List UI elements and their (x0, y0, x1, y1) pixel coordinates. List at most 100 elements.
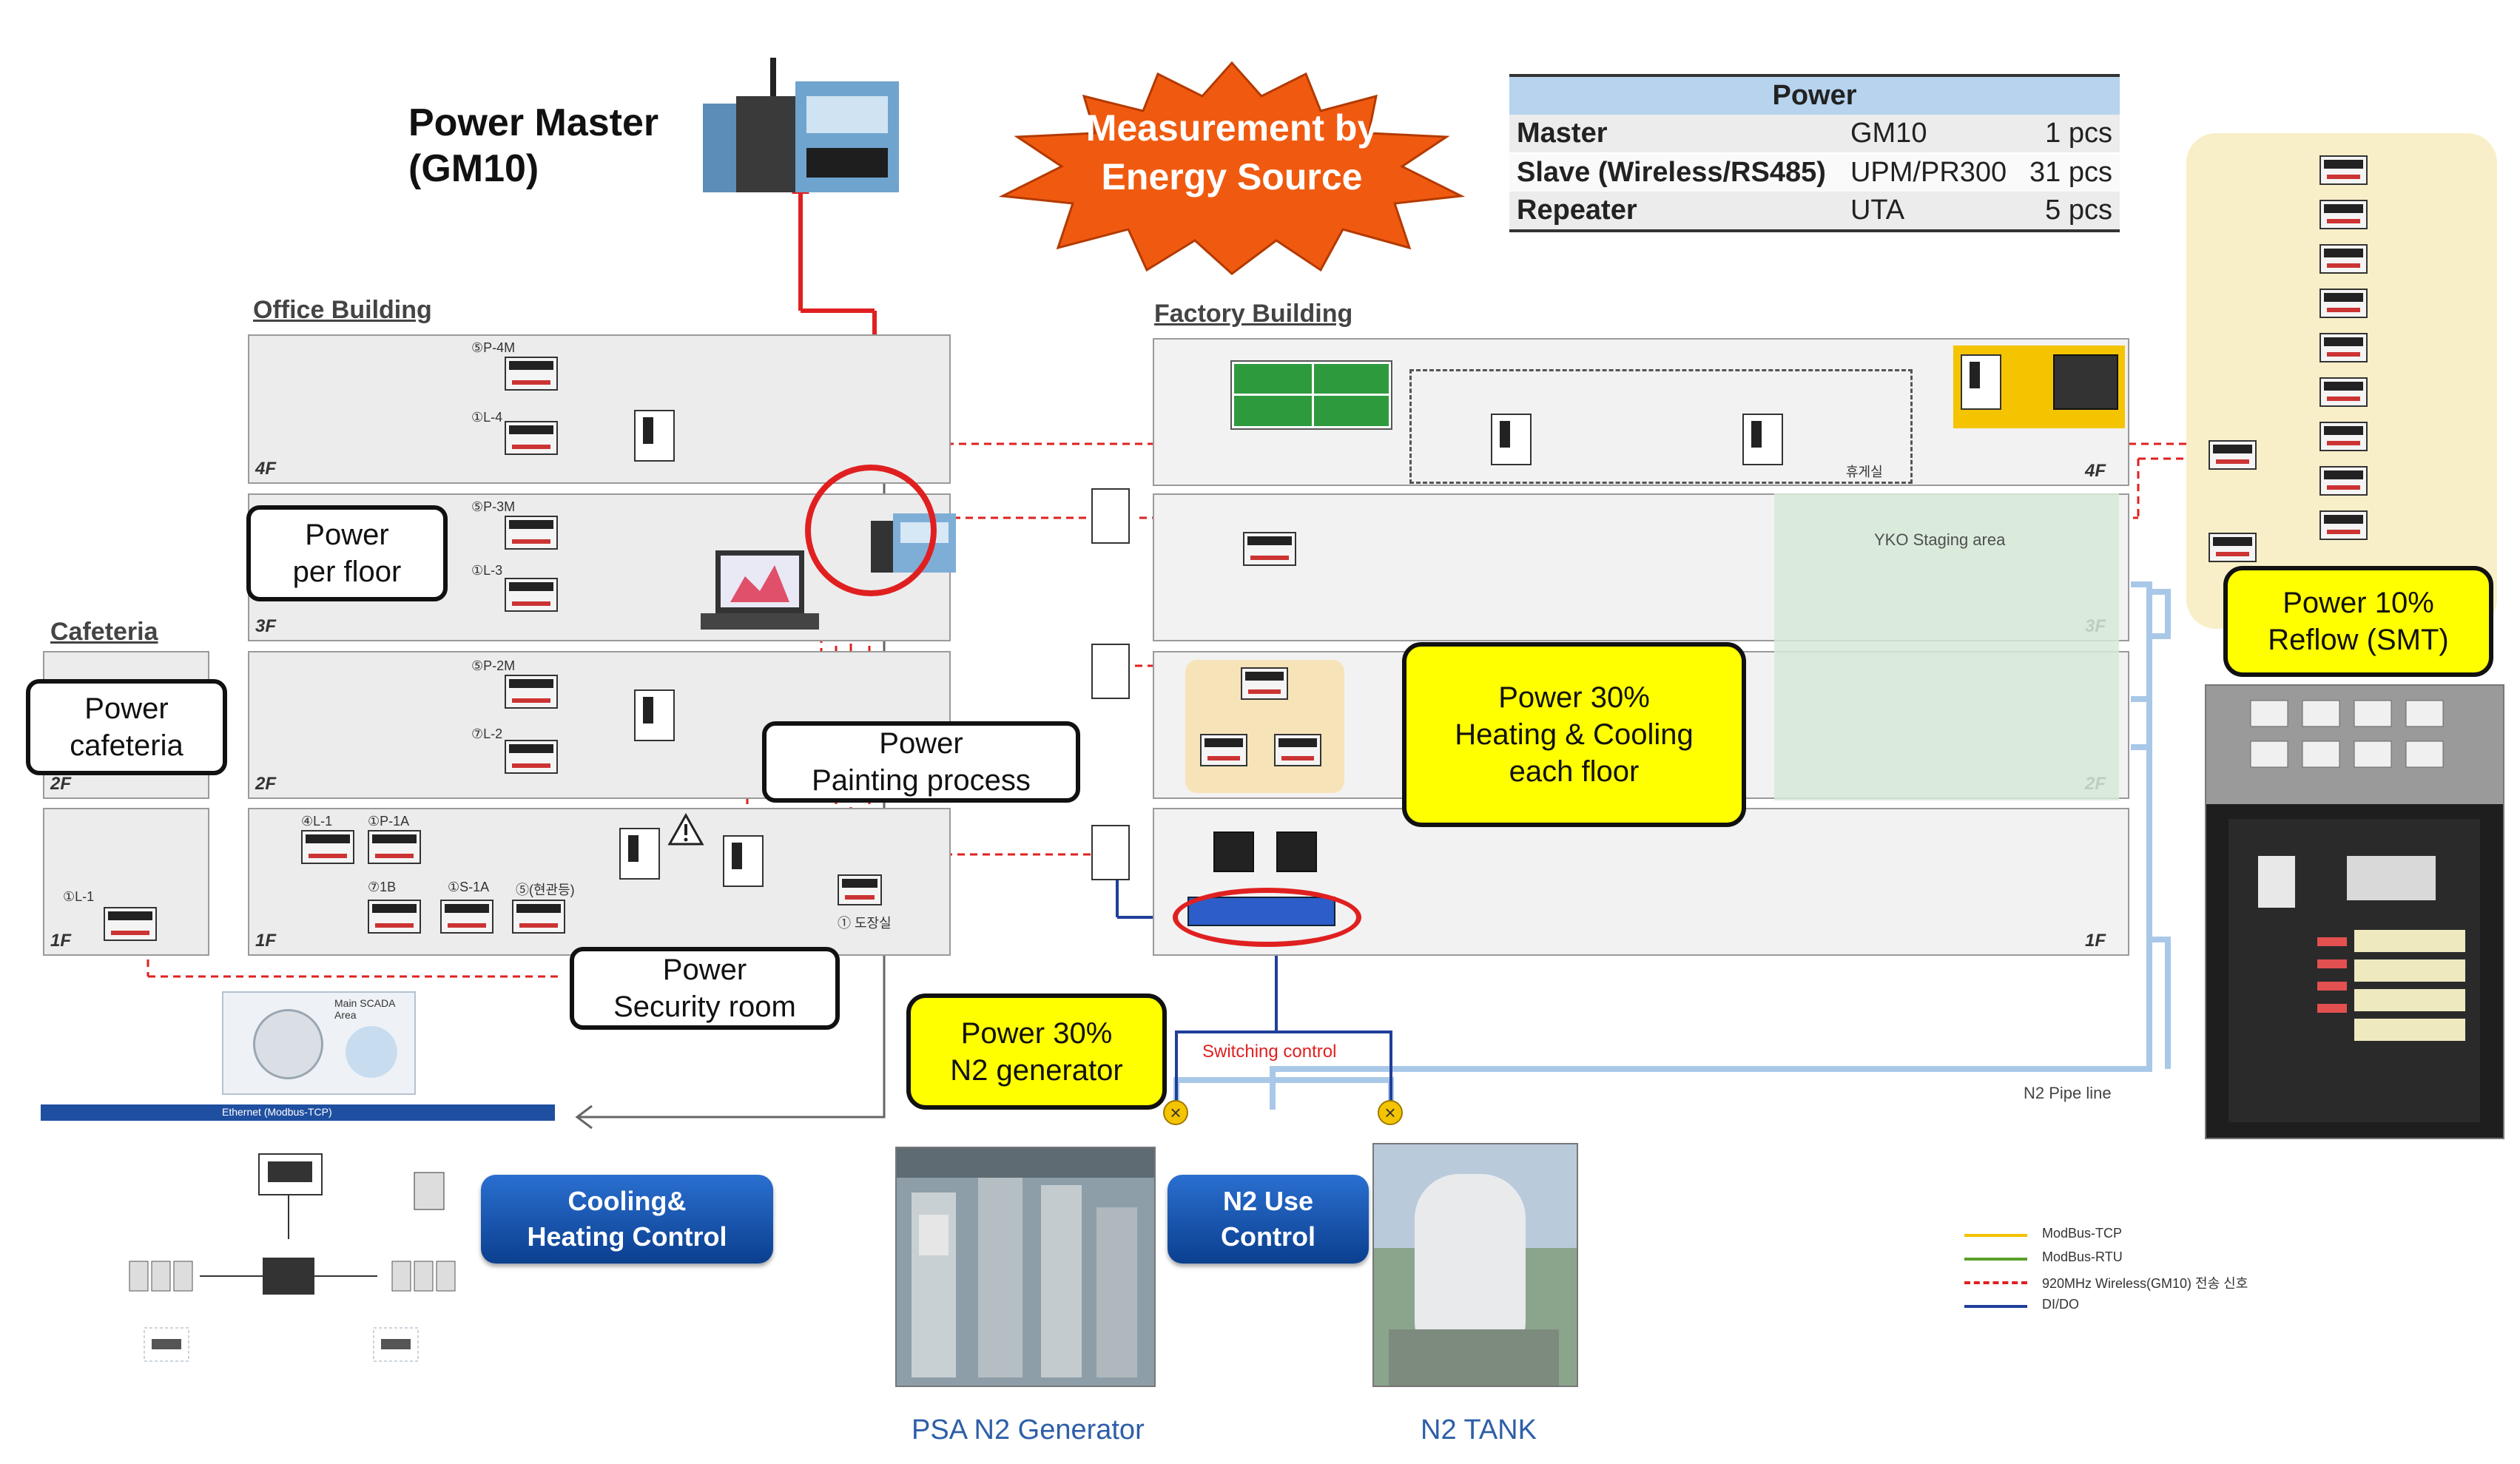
wireless-transmitter (634, 689, 675, 741)
wireless-transmitter (723, 835, 764, 887)
reflow-meter-area (2186, 133, 2497, 629)
power-meter (505, 421, 558, 455)
power-meter (440, 900, 493, 934)
floor-label: 3F (255, 616, 277, 636)
scada-panel: Main SCADA Area (222, 991, 416, 1095)
callout-heating-cooling: Power 30% Heating & Cooling each floor (1402, 642, 1746, 827)
row-label: Slave (Wireless/RS485) (1517, 157, 1826, 188)
n2-tank-photo (1372, 1143, 1578, 1387)
power-master-title: Power Master (GM10) (408, 101, 659, 190)
power-meter (505, 578, 558, 612)
warning-icon (667, 812, 704, 846)
cooling-heating-control-button[interactable]: Cooling& Heating Control (481, 1175, 773, 1264)
rest-area-label: 휴게실 (1846, 465, 1883, 479)
valve-icon: × (1163, 1100, 1188, 1125)
meter-tag: ①S-1A (448, 880, 490, 894)
display-unit (1276, 831, 1317, 872)
callout-painting-process: Power Painting process (762, 721, 1080, 803)
hvac-panel-highlight (1953, 345, 2125, 428)
power-meter (505, 516, 558, 550)
callout-power-cafeteria: Power cafeteria (26, 679, 227, 775)
power-meter (368, 830, 421, 864)
psa-n2-generator-label: PSA N2 Generator (912, 1414, 1145, 1446)
power-meter (2319, 510, 2368, 540)
laptop-icon (701, 547, 819, 635)
power-meter (2319, 244, 2368, 274)
wireless-repeater (1091, 825, 1130, 880)
power-meter (2319, 377, 2368, 407)
power-meter (1241, 667, 1288, 700)
legend-item-wireless: 920MHz Wireless(GM10) 전송 신호 (1964, 1272, 2334, 1294)
wireless-repeater (1091, 488, 1130, 544)
power-meter (2319, 333, 2368, 362)
power-meter (505, 357, 558, 391)
display-unit (1213, 831, 1254, 872)
floor-label: 1F (50, 931, 72, 951)
power-meter (104, 907, 157, 941)
n2-tank-label: N2 TANK (1421, 1414, 1537, 1446)
row-model: GM10 (1850, 118, 1927, 149)
scada-dial-icon (253, 1009, 323, 1079)
meter-tag: ⑤P-3M (471, 499, 516, 514)
n2-use-control-button[interactable]: N2 Use Control (1168, 1175, 1369, 1264)
legend-swatch (1964, 1305, 2027, 1308)
meter-tag: ⑦L-2 (471, 726, 503, 741)
power-meter (505, 740, 558, 774)
legend-swatch (1964, 1258, 2027, 1261)
meter-group-highlight (1185, 660, 1344, 793)
power-meter (838, 874, 882, 905)
power-table-title: Power (1772, 80, 1857, 111)
floor-label: 2F (255, 774, 277, 794)
hvac-controller (2053, 354, 2118, 410)
legend-item-modbus-tcp: ModBus-TCP (1964, 1224, 2334, 1247)
power-meter (2209, 440, 2257, 470)
io-module-highlight-ellipse (1173, 888, 1361, 947)
office-floor-1f: 1F ④L-1 ①P-1A ⑦1B ①S-1A ⑤(현관등) ① 도장실 (248, 808, 951, 956)
row-model: UTA (1850, 195, 1905, 226)
n2-pipe-line-label: N2 Pipe line (2024, 1084, 2112, 1102)
meter-tag: ⑤P-4M (471, 340, 516, 355)
meter-tag: ①L-3 (471, 563, 503, 578)
floor-label: 1F (2084, 931, 2106, 951)
factory-building-title: Factory Building (1154, 300, 1353, 328)
rest-area-boundary (1409, 369, 1913, 484)
power-meter (368, 900, 421, 934)
meter-tag: ①L-1 (63, 889, 95, 904)
power-table: Power Master GM10 1 pcs Slave (Wireless/… (1509, 74, 2120, 232)
callout-reflow-smt: Power 10% Reflow (SMT) (2223, 566, 2493, 677)
wireless-repeater (1091, 644, 1130, 699)
meter-tag: ⑤(현관등) (516, 883, 575, 897)
meter-tag: ①L-4 (471, 410, 503, 425)
power-meter (2319, 155, 2368, 185)
power-meter (301, 830, 354, 864)
measurement-burst-text: Measurement by Energy Source (1085, 107, 1378, 198)
legend-item-dido: DI/DO (1964, 1295, 2334, 1318)
office-building-title: Office Building (253, 296, 432, 324)
legend-label: ModBus-TCP (2042, 1226, 2123, 1241)
power-meter (2319, 289, 2368, 318)
hvac-control-diagram (111, 1150, 481, 1394)
callout-security-room: Power Security room (570, 947, 840, 1030)
gm10-device-image (695, 52, 906, 200)
switching-control-label: Switching control (1202, 1042, 1337, 1062)
meter-tag: ①P-1A (368, 814, 410, 829)
legend-label: 920MHz Wireless(GM10) 전송 신호 (2042, 1276, 2248, 1291)
scada-panel-label: Main SCADA Area (334, 997, 395, 1021)
wireless-transmitter (1491, 414, 1532, 465)
tennis-court-icon (1230, 360, 1392, 430)
legend-swatch (1964, 1281, 2027, 1284)
power-meter (512, 900, 565, 934)
ethernet-bar: Ethernet (Modbus-TCP) (41, 1104, 555, 1121)
row-label: Repeater (1517, 195, 1637, 226)
power-meter (505, 675, 558, 709)
legend-label: ModBus-RTU (2042, 1249, 2123, 1264)
legend-item-modbus-rtu: ModBus-RTU (1964, 1248, 2334, 1270)
row-qty: 5 pcs (2045, 195, 2112, 226)
power-meter (1274, 734, 1321, 766)
floor-label: 4F (2084, 461, 2106, 481)
legend-label: DI/DO (2042, 1297, 2080, 1312)
wireless-transmitter (1961, 354, 2001, 410)
factory-floor-4f: 4F 휴게실 (1153, 338, 2129, 486)
staging-area-label: YKO Staging area (1874, 530, 2006, 549)
meter-tag: ④L-1 (301, 814, 333, 829)
